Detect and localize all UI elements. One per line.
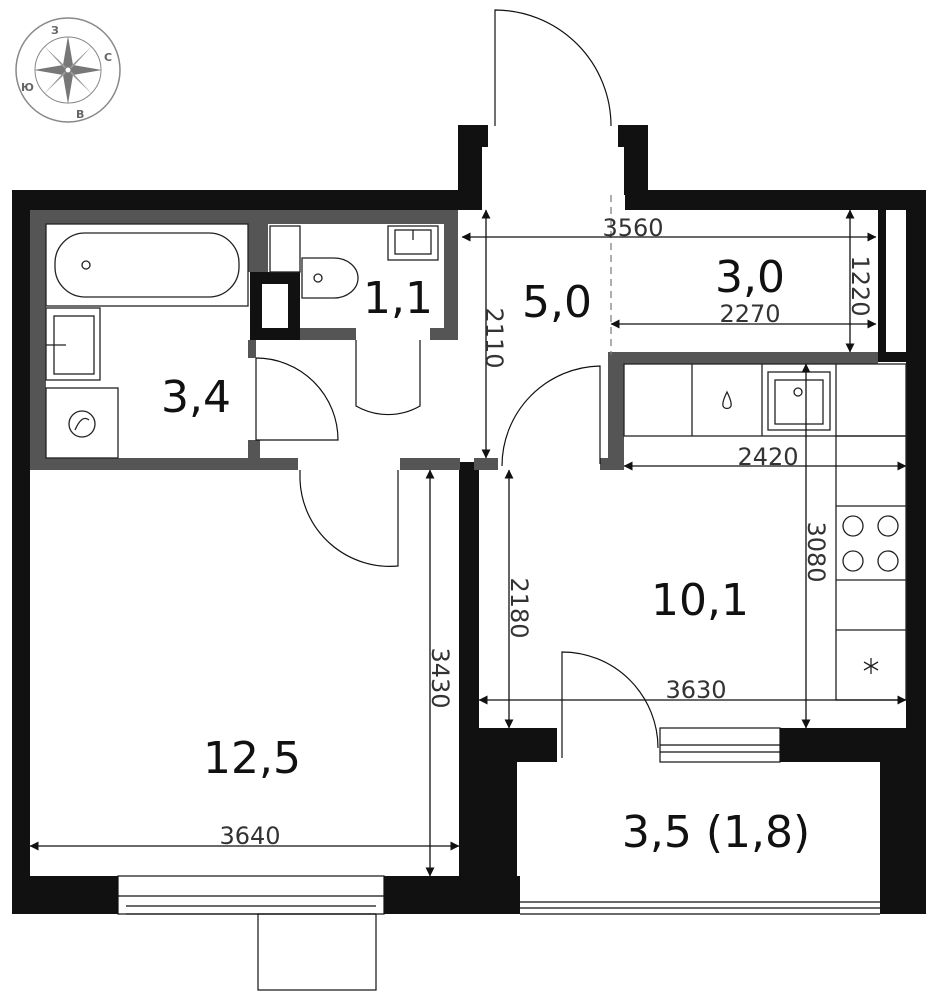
doors [255,9,659,758]
dimension-lines [29,209,907,877]
room-area-living: 12,5 [203,733,301,784]
kitchen-sink-icon [767,371,831,431]
kitchen-counter [623,363,907,701]
compass-north-label: С [104,51,112,64]
room-area-hall: 5,0 [522,277,592,328]
compass-south-label: Ю [21,81,34,94]
partitions [30,210,878,470]
compass-west-label: З [51,24,59,37]
balcony-railing [520,901,880,915]
dim-2110: 2110 [480,307,508,368]
room-area-kitchen: 10,1 [651,575,749,626]
dim-3430: 3430 [426,647,454,708]
dim-2180: 2180 [505,577,533,638]
dim-2420: 2420 [737,443,798,471]
dim-2270: 2270 [719,300,780,328]
compass-icon: З С Ю В [15,17,121,123]
dim-3640: 3640 [219,822,280,850]
room-area-storage: 3,0 [715,252,785,303]
toilet-icon [269,225,359,299]
water-drop-icon [722,390,732,410]
room-area-balcony: 3,5 (1,8) [622,807,810,858]
bathtub-icon [45,223,249,307]
room-area-bathroom: 3,4 [161,372,231,423]
washing-machine-icon [45,387,119,459]
fridge-snowflake-icon [863,658,879,674]
wc-sink-icon [387,225,439,261]
dim-3630: 3630 [665,676,726,704]
dim-3560: 3560 [602,214,663,242]
dim-3080: 3080 [802,521,830,582]
room-area-wc: 1,1 [363,273,433,324]
stove-icon [842,515,899,572]
exterior-walls [12,125,926,914]
compass-east-label: В [76,108,84,121]
kitchen-window [659,727,781,763]
washbasin-icon [45,307,101,381]
dim-1220: 1220 [846,255,874,316]
living-window [117,875,385,991]
